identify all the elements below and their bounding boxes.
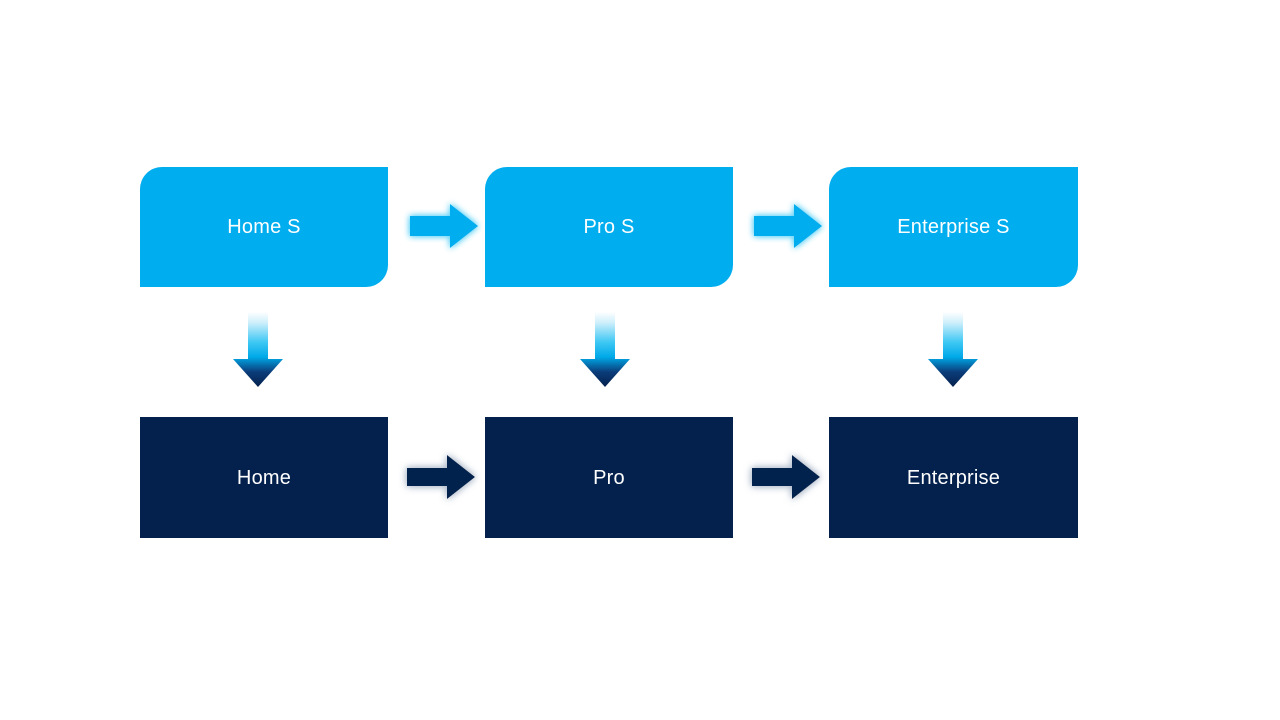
node-pro-s[interactable]: Pro S <box>485 167 733 287</box>
node-enterprise-label: Enterprise <box>906 466 1001 489</box>
arrow-down-icon-home-s-to-home <box>231 311 285 389</box>
node-enterprise-s[interactable]: Enterprise S <box>829 167 1078 287</box>
arrow-right-icon-home-to-pro <box>405 452 477 502</box>
arrow-right-icon-pro-s-to-enterprise-s <box>752 201 824 251</box>
node-enterprise-s-label: Enterprise S <box>897 216 1010 238</box>
node-pro[interactable]: Pro <box>485 417 733 538</box>
node-pro-s-label: Pro S <box>583 216 635 238</box>
node-pro-label: Pro <box>593 466 625 489</box>
arrow-down-icon-pro-s-to-pro <box>578 311 632 389</box>
arrow-right-icon-pro-to-enterprise <box>750 452 822 502</box>
node-enterprise[interactable]: Enterprise <box>829 417 1078 538</box>
node-home-s[interactable]: Home S <box>140 167 388 287</box>
node-home[interactable]: Home <box>140 417 388 538</box>
node-home-s-label: Home S <box>227 216 301 238</box>
node-home-label: Home <box>236 466 292 489</box>
arrow-down-icon-enterprise-s-to-enterprise <box>926 311 980 389</box>
arrow-right-icon-home-s-to-pro-s <box>408 201 480 251</box>
